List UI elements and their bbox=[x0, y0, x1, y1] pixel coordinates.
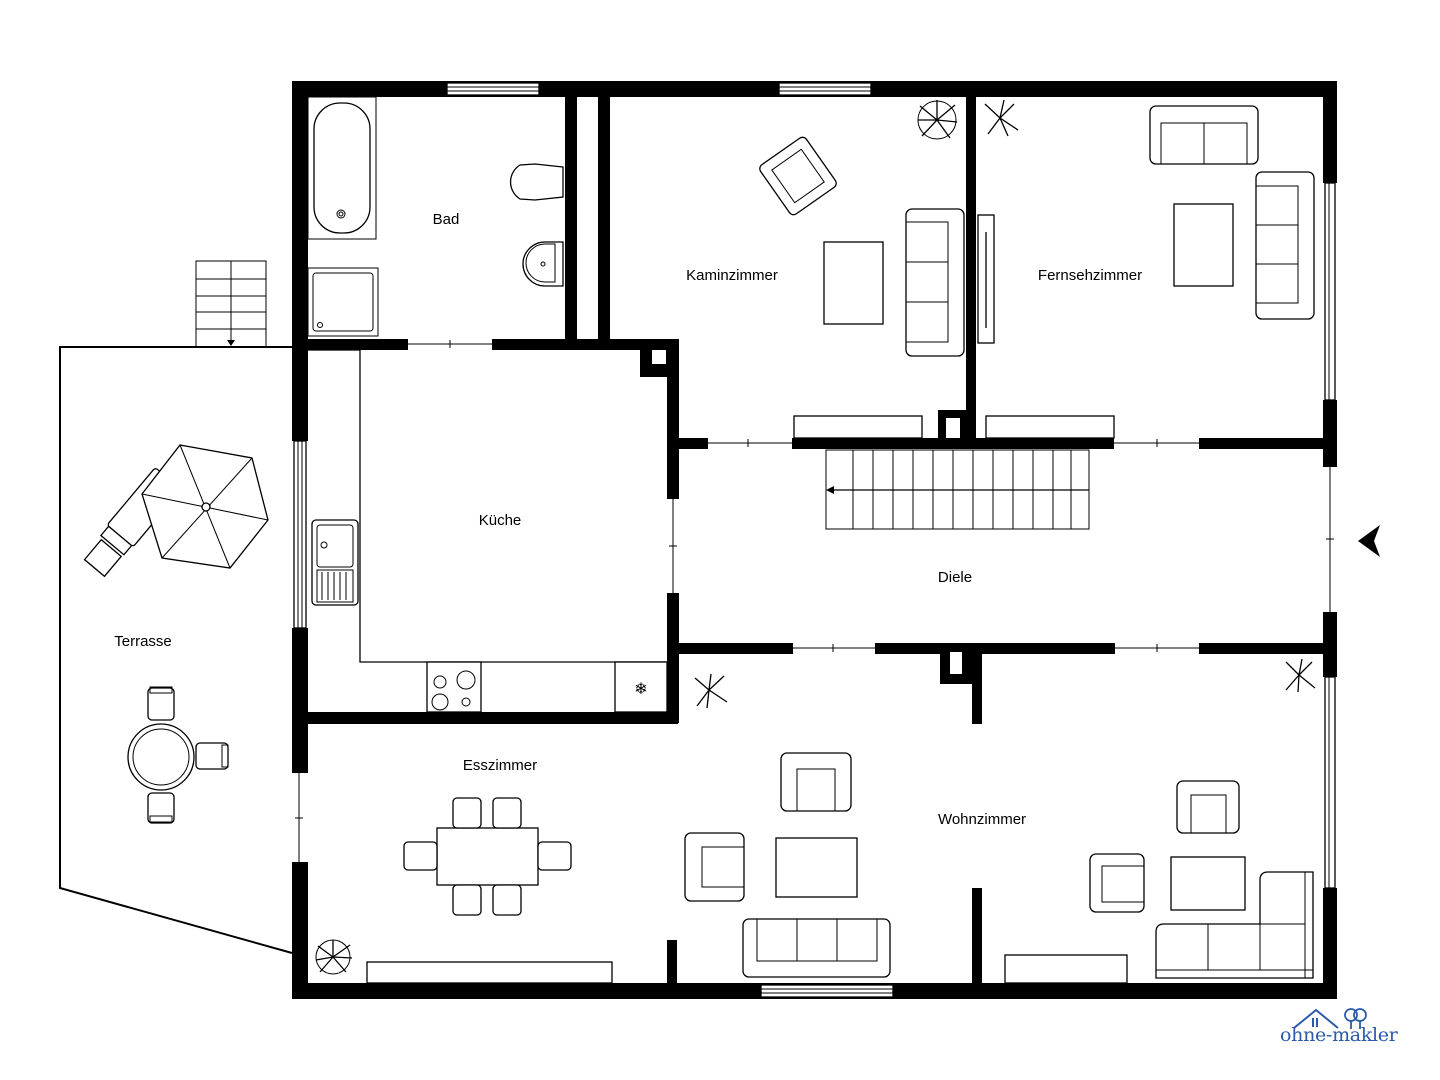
hall-stairs bbox=[825, 449, 1090, 530]
round-table-icon bbox=[127, 686, 229, 824]
plant-icon bbox=[694, 673, 728, 709]
windows bbox=[293, 82, 1336, 998]
kitchen-fixtures: ❄ Küche bbox=[308, 349, 668, 713]
room-label-kueche: Küche bbox=[479, 512, 522, 529]
bathroom-fixtures: Bad bbox=[307, 96, 564, 337]
terrace-area: Terrasse bbox=[59, 260, 293, 954]
logo-text: ohne-makler bbox=[1280, 1024, 1398, 1046]
door-openings bbox=[295, 340, 1334, 862]
fernsehzimmer-furniture: Fernsehzimmer bbox=[977, 99, 1315, 439]
living-furniture: Wohnzimmer bbox=[684, 658, 1316, 984]
room-label-terrasse: Terrasse bbox=[114, 633, 172, 650]
room-label-diele: Diele bbox=[938, 569, 972, 586]
dining-furniture: Esszimmer bbox=[315, 757, 613, 984]
snowflake-icon: ❄ bbox=[634, 681, 647, 698]
room-label-fernsehzimmer: Fernsehzimmer bbox=[1038, 267, 1142, 284]
room-label-kaminzimmer: Kaminzimmer bbox=[686, 267, 778, 284]
plant-icon bbox=[1285, 658, 1316, 693]
plant-icon bbox=[917, 100, 958, 140]
outdoor-stairs bbox=[195, 260, 267, 348]
walls bbox=[292, 81, 1337, 999]
logo-icon bbox=[1293, 1008, 1367, 1029]
plant-icon bbox=[984, 99, 1019, 137]
entrance-arrow-icon bbox=[1358, 525, 1380, 557]
kaminzimmer-furniture: Kaminzimmer bbox=[686, 100, 965, 439]
room-label-wohnzimmer: Wohnzimmer bbox=[938, 811, 1026, 828]
parasol-icon bbox=[83, 444, 269, 578]
plant-icon bbox=[315, 939, 353, 975]
room-label-bad: Bad bbox=[433, 211, 460, 228]
room-label-esszimmer: Esszimmer bbox=[463, 757, 537, 774]
